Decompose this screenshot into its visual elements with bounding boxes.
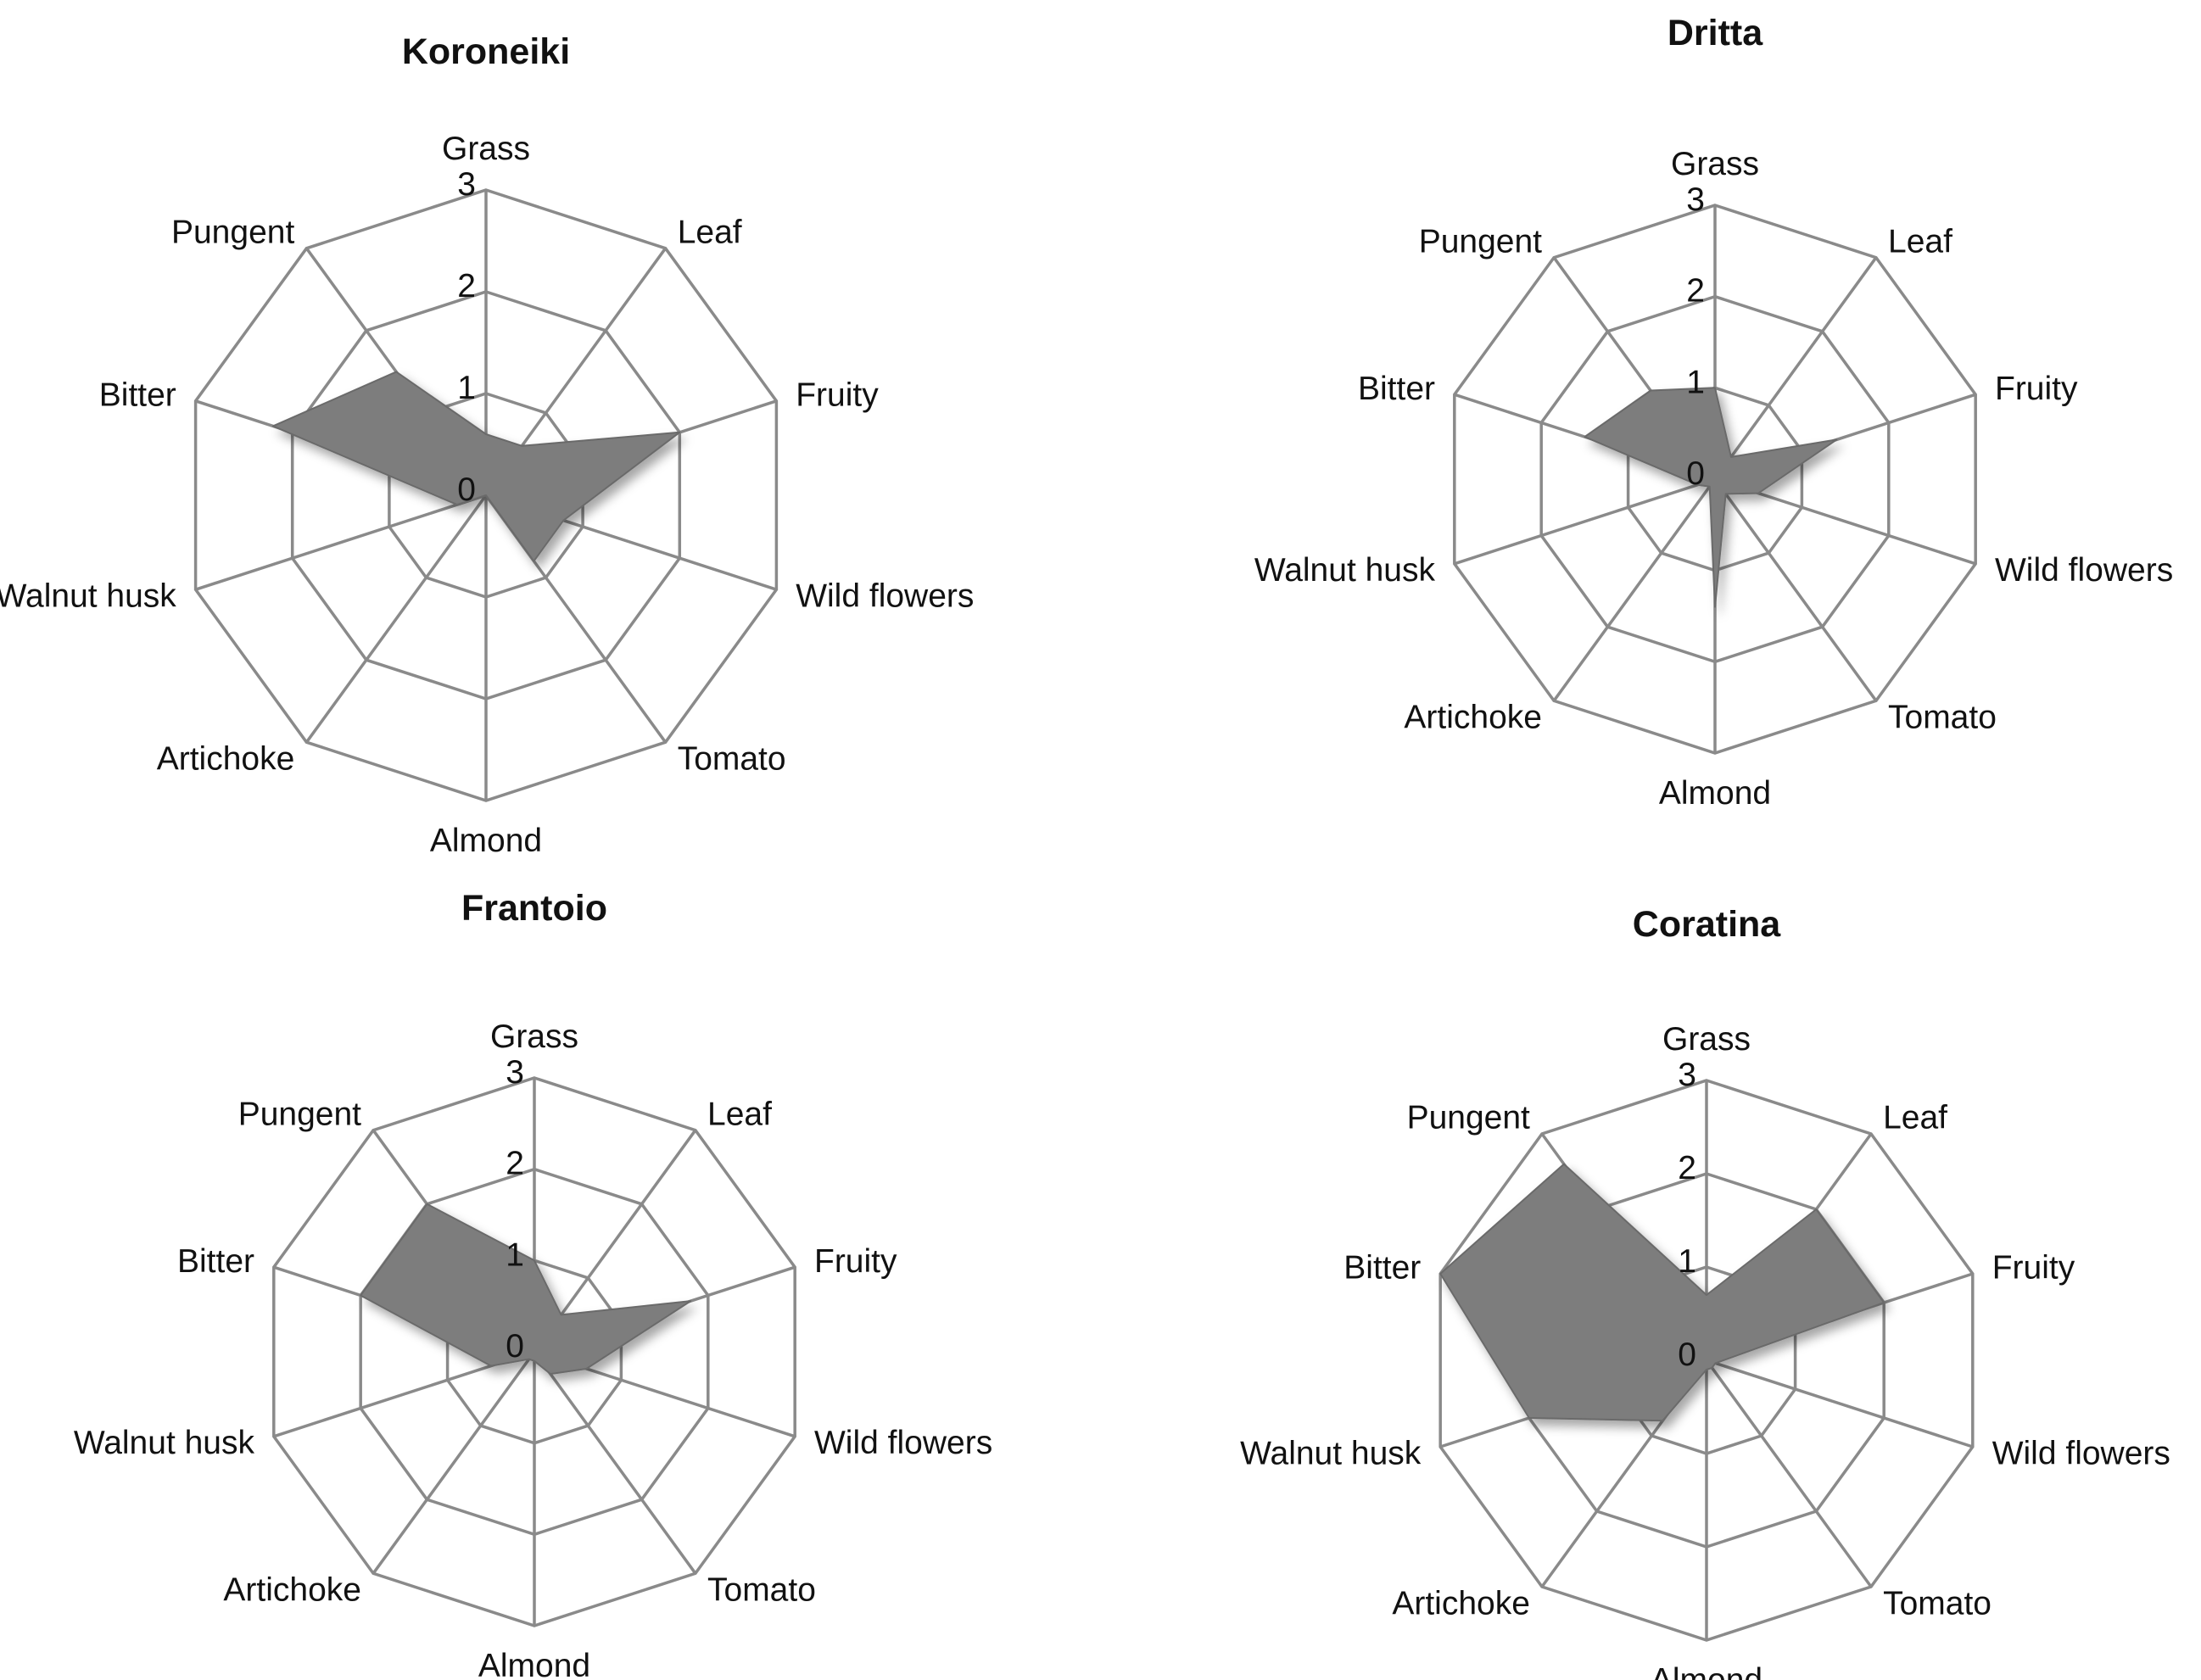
tick-label: 0: [1686, 455, 1705, 492]
tick-label: 2: [506, 1146, 524, 1182]
series-area: [271, 371, 681, 562]
category-label: Artichoke: [223, 1572, 361, 1609]
axis-spoke: [1706, 1359, 1974, 1448]
category-label: Fruity: [796, 377, 879, 413]
axis-spoke: [1713, 256, 1878, 481]
tick-label: 0: [506, 1328, 524, 1365]
category-label: Bitter: [99, 377, 176, 413]
tick-label: 3: [457, 166, 476, 203]
axis-spoke: [1713, 477, 1878, 702]
category-label: Walnut husk: [0, 578, 176, 615]
tick-label: 0: [1678, 1337, 1696, 1373]
chart-title: Dritta: [1668, 13, 1763, 53]
tick-label: 1: [1686, 364, 1705, 400]
series-area: [1584, 387, 1838, 608]
category-label: Fruity: [814, 1243, 897, 1280]
category-label: Leaf: [1883, 1100, 1947, 1136]
tick-label: 2: [1686, 273, 1705, 310]
tick-label: 0: [457, 472, 476, 508]
category-label: Grass: [490, 1019, 578, 1055]
category-label: Almond: [1659, 775, 1771, 812]
category-label: Bitter: [1358, 371, 1435, 407]
category-label: Fruity: [1995, 371, 2078, 407]
axis-spoke: [304, 494, 488, 744]
category-label: Grass: [1671, 146, 1759, 182]
category-label: Wild flowers: [1995, 552, 2173, 589]
tick-label: 2: [457, 268, 476, 304]
tick-label: 1: [1678, 1243, 1696, 1280]
category-label: Leaf: [1888, 223, 1952, 260]
chart-title: Frantoio: [461, 888, 607, 929]
axis-spoke: [1454, 477, 1716, 566]
tick-label: 2: [1678, 1150, 1696, 1186]
category-label: Fruity: [1992, 1250, 2075, 1287]
category-label: Grass: [442, 131, 530, 167]
tick-label: 3: [1678, 1057, 1696, 1093]
category-label: Tomato: [707, 1572, 816, 1609]
category-label: Pungent: [1407, 1100, 1530, 1136]
category-label: Artichoke: [1392, 1585, 1530, 1621]
category-label: Almond: [430, 823, 542, 859]
category-label: Leaf: [678, 214, 742, 250]
category-label: Pungent: [171, 214, 294, 250]
category-label: Artichoke: [157, 741, 295, 778]
axis-spoke: [533, 1350, 697, 1575]
category-label: Walnut husk: [1240, 1435, 1422, 1471]
series-area: [1439, 1163, 1885, 1422]
axis-spoke: [371, 1350, 536, 1575]
category-label: Almond: [1651, 1662, 1762, 1680]
category-label: Grass: [1662, 1021, 1751, 1058]
category-label: Wild flowers: [1992, 1435, 2170, 1471]
category-label: Bitter: [1344, 1250, 1421, 1287]
category-label: Tomato: [1883, 1585, 1992, 1621]
chart-title: Coratina: [1633, 904, 1782, 945]
tick-label: 3: [506, 1054, 524, 1091]
category-label: Pungent: [238, 1096, 361, 1132]
tick-label: 1: [457, 370, 476, 406]
category-label: Tomato: [1888, 700, 1997, 736]
axis-spoke: [1705, 1359, 1873, 1588]
category-label: Walnut husk: [74, 1425, 255, 1461]
category-label: Almond: [478, 1648, 590, 1680]
tick-label: 3: [1686, 181, 1705, 218]
category-label: Leaf: [707, 1096, 772, 1132]
chart-title: Koroneiki: [402, 31, 570, 72]
category-label: Bitter: [177, 1243, 254, 1280]
category-label: Wild flowers: [814, 1425, 992, 1461]
tick-label: 1: [506, 1236, 524, 1273]
category-label: Pungent: [1419, 223, 1542, 260]
category-label: Wild flowers: [796, 578, 974, 615]
axis-spoke: [195, 494, 487, 591]
series-area: [360, 1203, 692, 1376]
category-label: Tomato: [678, 741, 786, 778]
category-label: Walnut husk: [1254, 552, 1436, 589]
axis-spoke: [1552, 477, 1717, 702]
category-label: Artichoke: [1404, 700, 1542, 736]
